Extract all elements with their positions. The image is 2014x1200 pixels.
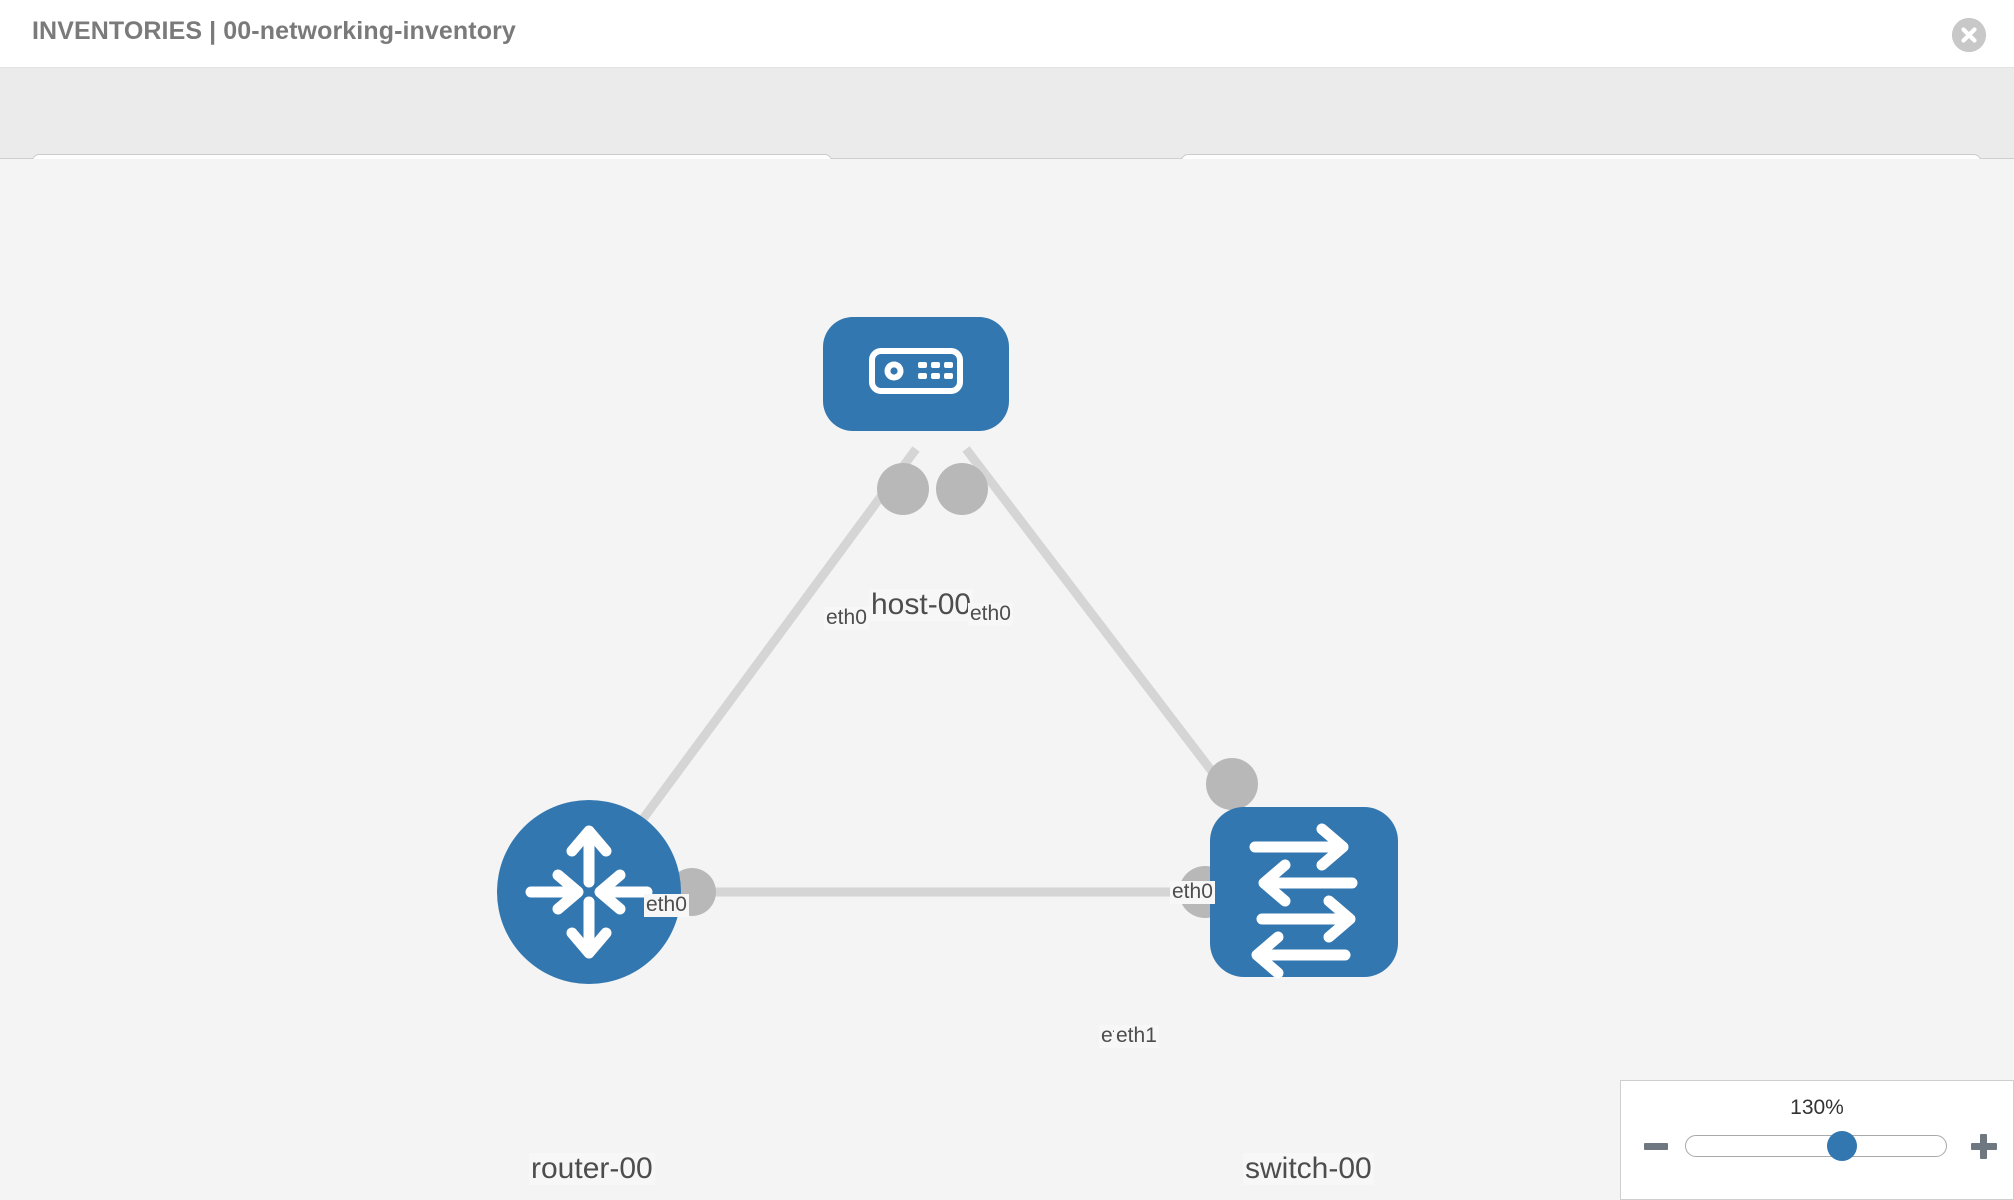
interface-label: eth0 [968,602,1013,626]
toolbar: ACTIONS SEARCH [0,68,2014,209]
topology-canvas[interactable]: eth0 host-00 eth0 eth0 eth0 eth0 eth1 ro… [0,159,2014,1200]
interface-label: eth1 [1114,1024,1159,1048]
node-label-switch-00: switch-00 [1243,1152,1374,1186]
server-appliance-icon [869,348,963,394]
topology-links [585,446,1308,897]
interface-label: eth0 [824,606,869,630]
interface-label: eth0 [1170,880,1215,904]
page-title: INVENTORIES | 00-networking-inventory [32,17,516,45]
zoom-slider[interactable] [1685,1131,1947,1161]
zoom-percent-label: 130% [1790,1096,1844,1119]
connector-switch-nw [1206,758,1258,810]
zoom-in-button[interactable] [1969,1131,1999,1161]
router-arrows-icon [525,825,653,959]
close-icon[interactable] [1952,18,1986,52]
topology-graph [497,317,1398,984]
node-host-00[interactable] [823,317,1009,431]
node-router-00[interactable] [497,800,681,984]
topology-connectors [668,463,1258,918]
node-label-router-00: router-00 [529,1152,655,1186]
node-label-host-00: host-00 [869,588,974,622]
node-switch-00[interactable] [1210,807,1398,979]
page-header: INVENTORIES | 00-networking-inventory [0,0,2014,68]
zoom-control-panel: 130% [1620,1080,2014,1200]
zoom-slider-thumb[interactable] [1827,1131,1857,1161]
interface-label: eth0 [644,893,689,917]
switch-arrows-icon [1249,823,1358,979]
connector-host-left [877,463,929,515]
zoom-out-button[interactable] [1641,1131,1671,1161]
connector-host-right [936,463,988,515]
